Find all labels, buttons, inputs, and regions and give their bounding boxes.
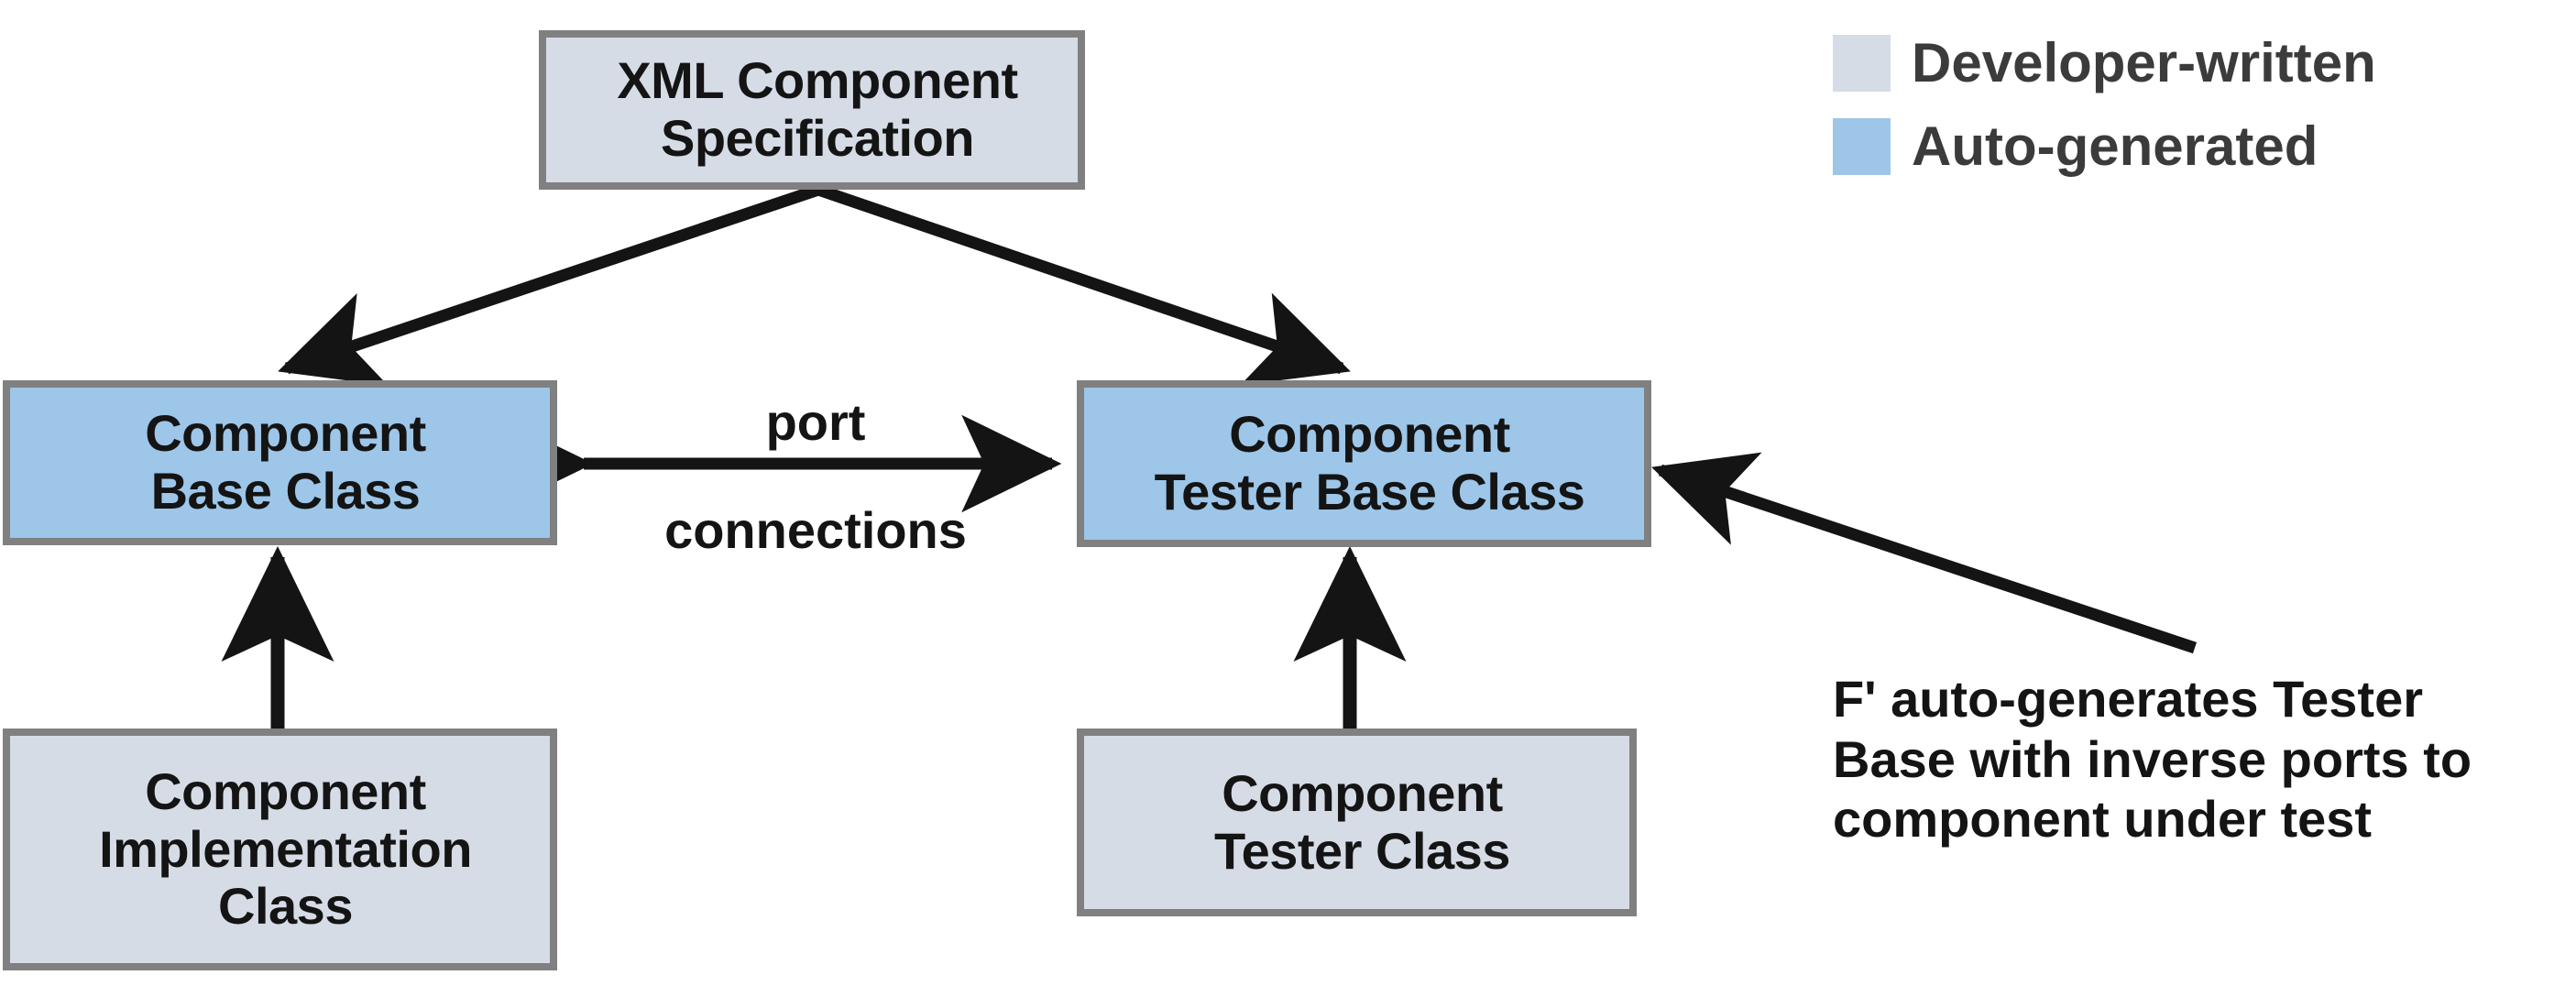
legend-item-auto-generated: Auto-generated (1833, 118, 2376, 175)
annotation-line-3: component under test (1833, 790, 2373, 849)
annotation-line-1: F' auto-generates Tester (1833, 670, 2423, 728)
legend-label-developer-written: Developer-written (1912, 32, 2376, 93)
edge-annotation-to-tester-base (1651, 452, 2198, 654)
annotation-tester-base: F' auto-generates Tester Base with inver… (1833, 669, 2493, 849)
edge-label-line-2: connections (664, 500, 967, 559)
annotation-line-2: Base with inverse ports to (1833, 729, 2472, 788)
legend-item-developer-written: Developer-written (1833, 35, 2376, 92)
edge-xml-to-component-base (278, 183, 821, 387)
legend-swatch-developer-written (1833, 35, 1891, 92)
legend-swatch-auto-generated (1833, 118, 1891, 175)
legend: Developer-written Auto-generated (1833, 35, 2376, 202)
edge-label-line-1: port (765, 393, 866, 451)
legend-label-auto-generated: Auto-generated (1912, 115, 2318, 177)
edge-xml-to-tester-base (816, 183, 1351, 386)
edge-label-port-connections: port connections (586, 394, 1045, 558)
